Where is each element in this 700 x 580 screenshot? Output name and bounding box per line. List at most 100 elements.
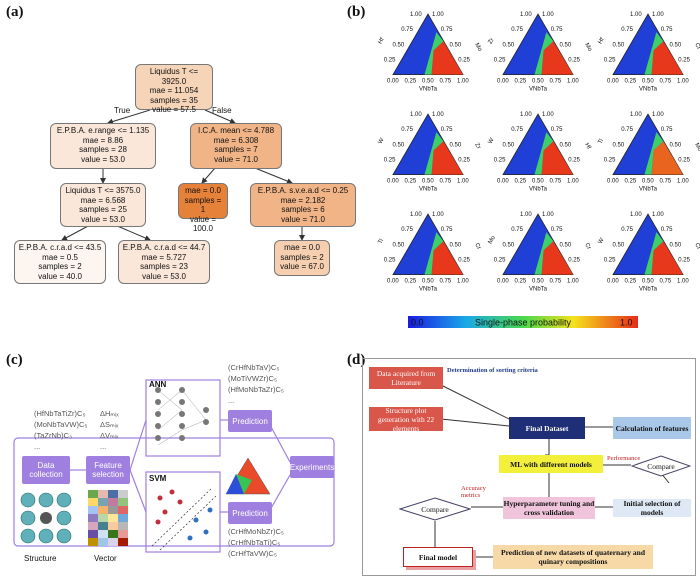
prediction-svm-box: Prediction	[228, 502, 272, 524]
tick-left: 0.25	[604, 57, 616, 63]
ternary-mid-region	[644, 132, 664, 175]
tree-node-4: mae = 0.0 samples = 1 value = 100.0	[178, 183, 228, 233]
tick-bottom: 1.00	[457, 279, 469, 285]
node-line: mae = 6.308	[213, 135, 259, 145]
feature: ΔSₘᵢₓ	[100, 420, 119, 429]
tree-node-3: Liquidus T <= 3575.0 mae = 6.568 samples…	[60, 183, 146, 227]
tick-left: 1.00	[520, 212, 532, 218]
tree-node-5: E.P.B.A. s.v.e.a.d <= 0.25 mae = 2.182 s…	[250, 183, 356, 227]
feature: ...	[100, 442, 107, 451]
right-axis-label: Mo	[693, 142, 700, 153]
compare-diamond-1	[631, 455, 691, 477]
colorbar-max: 1.0	[620, 318, 633, 328]
tick-left: 0.75	[511, 227, 523, 233]
left-axis-label: W	[378, 137, 386, 145]
node-line: value = 71.0	[214, 154, 258, 164]
node-line: value = 53.0	[81, 214, 125, 224]
tick-left: 0.50	[613, 242, 625, 248]
bottom-axis-label: VNbTa	[419, 87, 438, 93]
node-line: E.P.B.A. s.v.e.a.d <= 0.25	[257, 186, 349, 195]
performance-label: Performance	[607, 455, 641, 462]
left-axis-label: Ti	[378, 238, 386, 245]
tick-bottom: 0.75	[440, 279, 452, 285]
tick-bottom: 0.25	[405, 279, 417, 285]
tick-right: 1.00	[652, 112, 664, 118]
tick-bottom: 0.75	[550, 179, 562, 185]
tick-bottom: 0.25	[625, 279, 637, 285]
tick-left: 0.75	[621, 27, 633, 33]
tree-node-6: E.P.B.A. c.r.a.d <= 43.5 mae = 0.5 sampl…	[14, 240, 106, 284]
tick-left: 0.75	[401, 227, 413, 233]
tick-right: 1.00	[652, 12, 664, 18]
ternary-mid-region	[644, 232, 664, 275]
ternary-grid: 1.00 0.75 0.50 0.25 1.00 0.75 0.50 0.25 0.00 0.25…	[378, 12, 700, 328]
tick-left: 0.50	[393, 42, 405, 48]
right-axis-label: Hf	[583, 142, 591, 150]
formula: (HfMoNbTaZr)C₅	[228, 385, 284, 394]
tick-bottom: 0.75	[660, 79, 672, 85]
bottom-axis-label: VNbTa	[639, 287, 658, 293]
node-line: samples = 28	[79, 145, 127, 154]
node-line: I.C.A. mean <= 4.788	[197, 126, 275, 135]
right-axis-label: Zr	[473, 142, 481, 150]
node-line: E.P.B.A. c.r.a.d <= 43.5	[18, 243, 102, 252]
right-axis-label: Mo	[473, 42, 483, 53]
flowchart-panel: Data acquired from Literature Determinat…	[362, 358, 696, 576]
right-axis-label: Cr	[583, 242, 591, 250]
data-literature-box: Data acquired from Literature	[369, 367, 443, 389]
prediction-new-box: Prediction of new datasets of quaternary…	[493, 545, 653, 569]
tick-left: 0.25	[494, 57, 506, 63]
formula: (MoNbTaVW)C₅	[34, 420, 88, 429]
node-line: mae = 6.568	[80, 195, 126, 205]
tick-bottom: 0.75	[660, 279, 672, 285]
feature: ΔVₘᵢₓ	[100, 431, 119, 440]
tick-left: 0.25	[494, 157, 506, 163]
ternary-high-region	[541, 41, 573, 75]
final-model-box: Final model	[403, 547, 473, 567]
left-axis-label: W	[488, 137, 496, 145]
tick-right: 0.75	[441, 227, 453, 233]
tick-right: 0.50	[450, 42, 462, 48]
vector-label: Vector	[94, 554, 117, 563]
panel-label-b: (b)	[347, 4, 366, 20]
ternary-mid-region	[534, 232, 554, 275]
node-line: samples = 23	[140, 262, 188, 271]
tick-bottom: 1.00	[567, 79, 579, 85]
tick-left: 1.00	[410, 112, 422, 118]
tick-right: 0.50	[670, 42, 682, 48]
formula: (CrHfNbTaTi)C₅	[228, 538, 281, 547]
experiments-box: Experiments	[290, 456, 334, 478]
tick-bottom: 1.00	[677, 279, 689, 285]
tick-bottom: 0.00	[387, 79, 399, 85]
ternary-mid-region	[534, 132, 554, 175]
bottom-axis-label: VNbTa	[639, 187, 658, 193]
node-line: samples = 2	[280, 252, 324, 262]
tick-left: 0.25	[604, 257, 616, 263]
decision-tree: Liquidus T <= 3925.0 mae = 11.054 sample…	[0, 0, 356, 290]
tick-right: 0.75	[551, 227, 563, 233]
feature-selection-box: Feature selection	[86, 456, 130, 484]
tick-right: 0.25	[678, 257, 690, 263]
tick-right: 0.25	[458, 157, 470, 163]
tick-left: 0.25	[384, 157, 396, 163]
formula: (CrHfTaVW)C₅	[228, 549, 277, 558]
tick-left: 0.50	[503, 142, 515, 148]
left-axis-label: Zr	[488, 37, 496, 45]
ternary-mid-region	[534, 32, 554, 75]
left-axis-label: Hf	[598, 37, 606, 45]
sorting-criteria-label: Determination of sorting criteria	[447, 367, 538, 374]
node-line: samples = 6	[281, 205, 325, 214]
tick-bottom: 0.75	[440, 79, 452, 85]
feature: ΔHₘᵢₓ	[100, 409, 119, 418]
tick-left: 0.50	[503, 242, 515, 248]
node-line: mae = 0.0	[284, 243, 320, 252]
node-line: value = 53.0	[81, 154, 125, 164]
tick-bottom: 0.25	[515, 79, 527, 85]
tick-bottom: 1.00	[677, 179, 689, 185]
ml-models-box: ML with different models	[499, 455, 603, 473]
